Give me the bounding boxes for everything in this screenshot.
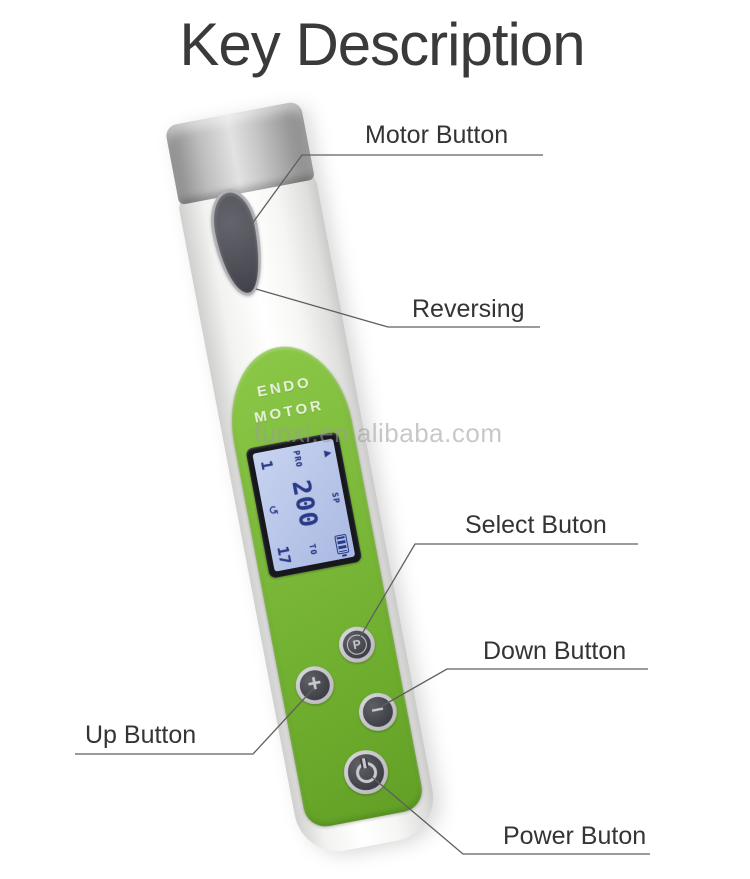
callout-line-down (381, 668, 648, 707)
callout-label-up: Up Button (85, 721, 197, 749)
callout-label-motor: Motor Button (365, 121, 509, 149)
callout-line-select (359, 543, 638, 638)
callout-label-down: Down Button (483, 637, 627, 665)
callout-line-up (75, 687, 315, 755)
callout-label-reversing: Reversing (412, 295, 525, 323)
callout-line-motor (245, 154, 543, 233)
callout-label-select: Select Buton (465, 511, 607, 539)
page-title: Key Description (179, 11, 585, 78)
callout-line-power (371, 776, 650, 855)
callout-line-reversing (255, 288, 540, 328)
callout-label-power: Power Buton (503, 822, 647, 850)
watermark: funxi.en.alibaba.com (254, 418, 503, 448)
